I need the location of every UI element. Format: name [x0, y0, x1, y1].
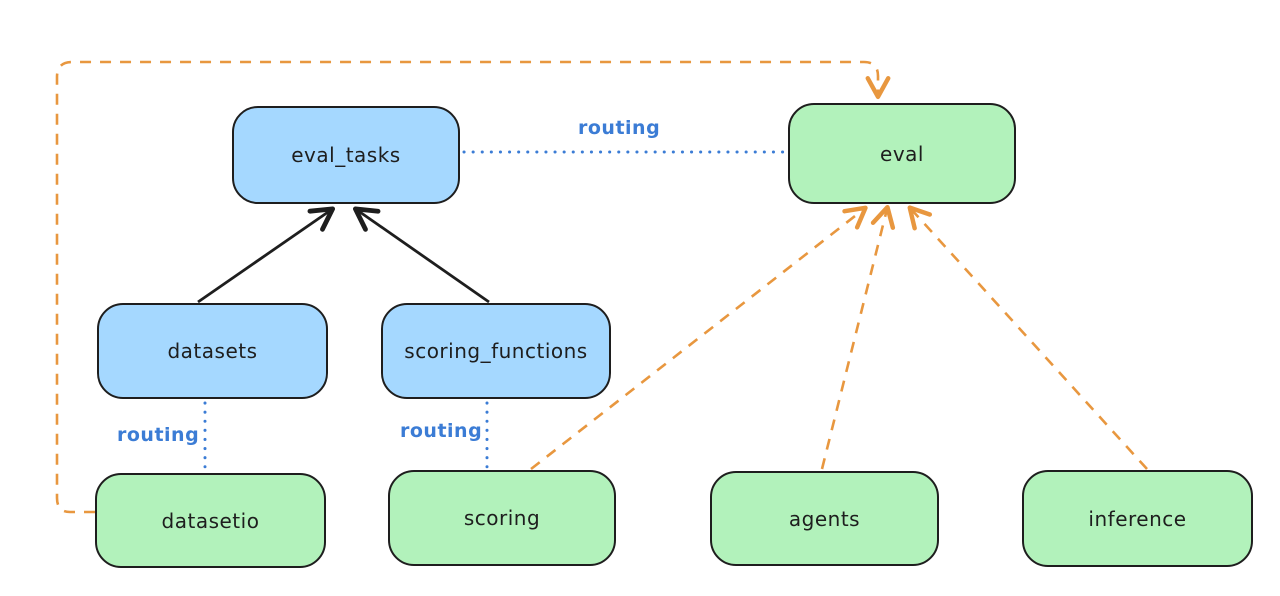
node-datasets: datasets: [97, 303, 328, 399]
edge-inference-to-eval: [907, 205, 1148, 470]
node-eval-label: eval: [880, 141, 924, 166]
edge-scoring-to-eval: [530, 205, 868, 471]
node-scoring-functions: scoring_functions: [381, 303, 611, 399]
node-eval-tasks: eval_tasks: [232, 106, 460, 204]
node-agents-label: agents: [788, 506, 861, 531]
routing-label-datasets-datasetio: routing: [117, 424, 200, 446]
node-inference-label: inference: [1088, 506, 1187, 531]
node-datasetio-label: datasetio: [161, 508, 260, 533]
edge-scoring-functions-to-eval-tasks: [352, 206, 490, 304]
node-scoring: scoring: [388, 470, 616, 566]
node-scoring-functions-label: scoring_functions: [404, 339, 588, 363]
node-datasetio: datasetio: [95, 473, 326, 568]
routing-label-scoring-functions-scoring: routing: [400, 420, 483, 442]
edge-datasets-to-eval-tasks: [197, 206, 336, 304]
node-inference: inference: [1022, 470, 1253, 567]
node-eval-tasks-label: eval_tasks: [291, 143, 401, 167]
edge-agents-to-eval: [820, 204, 896, 470]
node-eval: eval: [788, 103, 1016, 204]
node-datasets-label: datasets: [167, 339, 258, 363]
routing-label-eval-tasks-eval: routing: [578, 117, 661, 139]
node-scoring-label: scoring: [463, 506, 541, 530]
node-agents: agents: [710, 471, 939, 566]
